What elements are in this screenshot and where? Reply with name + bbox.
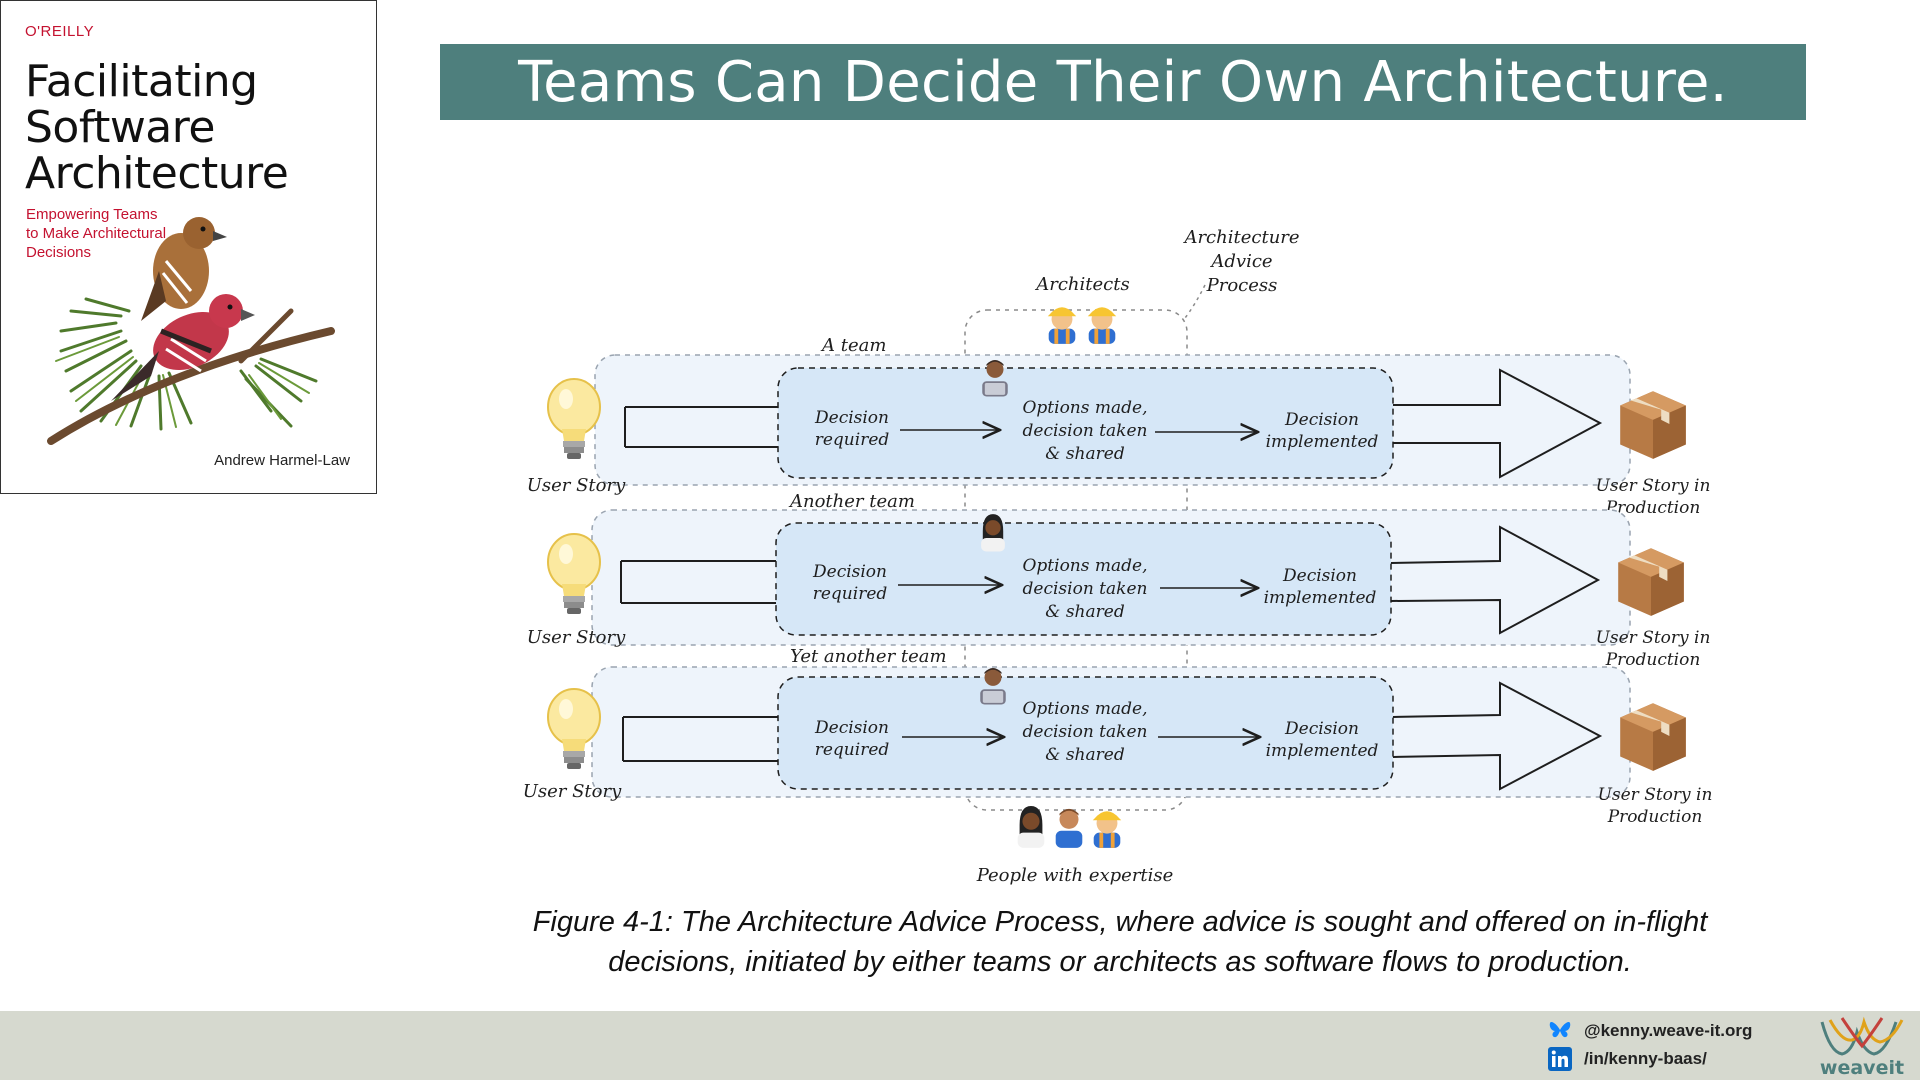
decision-implemented-label: implemented <box>1264 588 1377 608</box>
user-story-production-label: Production <box>1605 498 1701 518</box>
user-story-label: User Story <box>527 475 626 496</box>
lane-input-arrow <box>622 716 778 762</box>
book-subtitle-line: to Make Architectural <box>26 225 167 242</box>
options-made-label: & shared <box>1045 602 1125 622</box>
figure-caption: Figure 4-1: The Architecture Advice Proc… <box>420 902 1820 982</box>
social-links: @kenny.weave-it.org /in/kenny-baas/ <box>1548 1018 1752 1074</box>
decision-implemented-label: implemented <box>1266 741 1379 761</box>
lane-input-arrow <box>620 560 776 604</box>
decision-box <box>777 367 1394 479</box>
package-icon <box>1618 548 1684 616</box>
decision-required-label: Decision <box>812 562 887 582</box>
team-lane: A team User Story Decision required Opti… <box>527 335 1711 518</box>
birds-on-branch-illustration <box>47 217 335 445</box>
bluesky-link[interactable]: @kenny.weave-it.org <box>1548 1018 1752 1044</box>
bluesky-butterfly-icon <box>1548 1019 1572 1043</box>
expert-person-icon <box>1017 806 1045 848</box>
book-subtitle-line: Decisions <box>26 244 92 261</box>
lightbulb-icon <box>546 377 602 461</box>
decision-implemented-label: implemented <box>1266 432 1379 452</box>
options-made-label: & shared <box>1045 444 1125 464</box>
options-made-label: decision taken <box>1023 579 1148 599</box>
linkedin-handle: /in/kenny-baas/ <box>1584 1049 1707 1068</box>
options-made-label: & shared <box>1045 745 1125 765</box>
advice-process-label: Advice <box>1209 251 1272 272</box>
decision-required-label: required <box>815 430 890 450</box>
package-icon <box>1620 391 1686 459</box>
slide-title: Teams Can Decide Their Own Architecture. <box>518 49 1728 115</box>
options-made-label: Options made, <box>1022 556 1147 576</box>
lane-output-arrow <box>1392 681 1603 791</box>
lane-output-arrow <box>1393 368 1603 479</box>
weaveit-logo: weaveit <box>1820 1016 1904 1078</box>
decision-required-label: required <box>813 584 888 604</box>
lane-input-arrow <box>624 406 778 448</box>
user-story-production-label: User Story in <box>1596 476 1711 496</box>
lane-output-arrow <box>1390 525 1601 635</box>
expert-person-icon <box>1092 811 1122 848</box>
decision-box <box>775 522 1392 636</box>
footer-bar <box>0 1011 1920 1080</box>
decision-implemented-label: Decision <box>1284 410 1359 430</box>
options-made-label: decision taken <box>1023 421 1148 441</box>
linkedin-link[interactable]: /in/kenny-baas/ <box>1548 1046 1752 1072</box>
user-story-production-label: Production <box>1605 650 1701 670</box>
expert-person-icon <box>1055 808 1083 848</box>
book-subtitle: Empowering Teams to Make Architectural D… <box>26 205 166 262</box>
book-title-line: Facilitating <box>25 56 258 107</box>
team-label: A team <box>820 335 886 356</box>
advice-process-label: Process <box>1206 275 1278 296</box>
decision-box <box>777 676 1394 790</box>
architecture-advice-process-diagram: Architecture Advice Process Architects A… <box>523 227 1713 886</box>
team-lane: Yet another team User Story Decision req… <box>523 646 1713 827</box>
package-icon <box>1620 703 1686 771</box>
caption-line: decisions, initiated by either teams or … <box>608 946 1632 978</box>
weaveit-logo-text: weaveit <box>1820 1057 1904 1078</box>
book-author: Andrew Harmel-Law <box>214 452 350 469</box>
user-story-production-label: User Story in <box>1598 785 1713 805</box>
options-made-label: Options made, <box>1022 699 1147 719</box>
decision-implemented-label: Decision <box>1284 719 1359 739</box>
decision-required-label: Decision <box>814 408 889 428</box>
options-made-label: decision taken <box>1023 722 1148 742</box>
user-story-production-label: Production <box>1607 807 1703 827</box>
construction-worker-icon <box>1087 307 1117 344</box>
decision-required-label: required <box>815 740 890 760</box>
construction-worker-icon <box>1047 307 1077 344</box>
book-cover: O'REILLY Facilitating Software Architect… <box>0 0 377 494</box>
user-story-production-label: User Story in <box>1596 628 1711 648</box>
advice-process-label: Architecture <box>1182 227 1299 248</box>
book-title-line: Software <box>25 102 215 153</box>
book-subtitle-line: Empowering Teams <box>26 206 158 223</box>
user-story-label: User Story <box>523 781 622 802</box>
caption-line: Figure 4-1: The Architecture Advice Proc… <box>532 906 1708 938</box>
advice-process-pointer <box>1184 284 1206 319</box>
decision-required-label: Decision <box>814 718 889 738</box>
team-label: Yet another team <box>790 646 947 667</box>
options-made-label: Options made, <box>1022 398 1147 418</box>
user-story-label: User Story <box>527 627 626 648</box>
book-title: Facilitating Software Architecture <box>25 56 289 199</box>
decision-implemented-label: Decision <box>1282 566 1357 586</box>
bluesky-handle: @kenny.weave-it.org <box>1584 1021 1753 1040</box>
technologist-icon <box>981 514 1005 552</box>
book-title-line: Architecture <box>25 148 289 199</box>
book-publisher: O'REILLY <box>25 23 95 40</box>
experts-label: People with expertise <box>976 865 1174 886</box>
linkedin-icon <box>1548 1047 1572 1071</box>
team-label: Another team <box>788 491 915 512</box>
team-lane: Another team User Story Decision require… <box>527 491 1711 670</box>
slide-title-bar: Teams Can Decide Their Own Architecture. <box>440 44 1806 120</box>
architects-label: Architects <box>1034 274 1129 295</box>
